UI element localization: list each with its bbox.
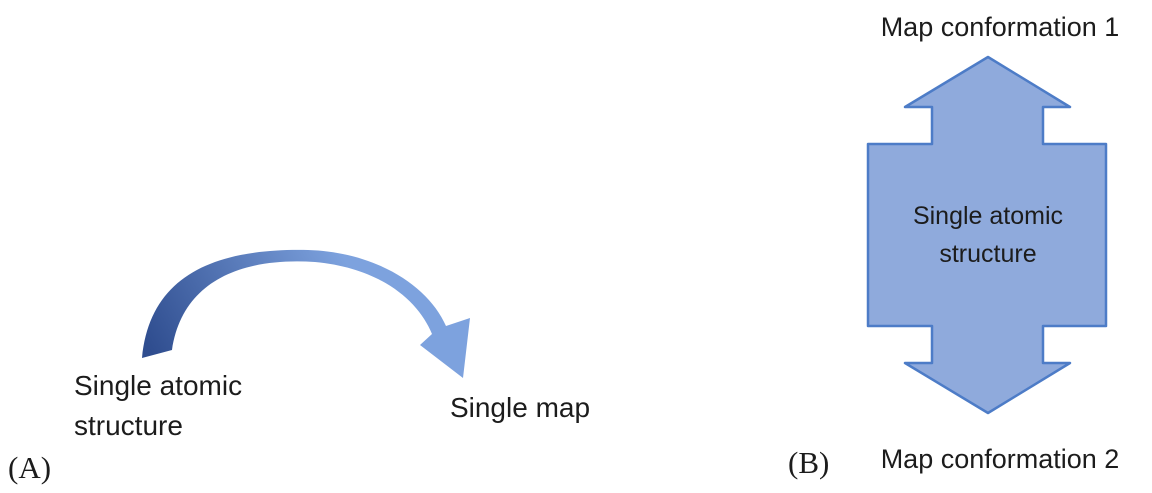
double-headed-arrow-shape (866, 55, 1108, 415)
panel-a-target-label: Single map (449, 392, 591, 423)
panel-a-source-label: Single atomic structure (74, 370, 243, 441)
panel-a-letter: (A) (8, 450, 52, 485)
panel-b-bottom-label: Map conformation 2 (880, 444, 1120, 474)
curved-arrow-icon (142, 249, 470, 378)
panel-b-top-label: Map conformation 1 (880, 12, 1120, 42)
panel-b-letter: (B) (788, 445, 830, 480)
panel-b-center-label: Single atomic structure (912, 202, 1064, 268)
